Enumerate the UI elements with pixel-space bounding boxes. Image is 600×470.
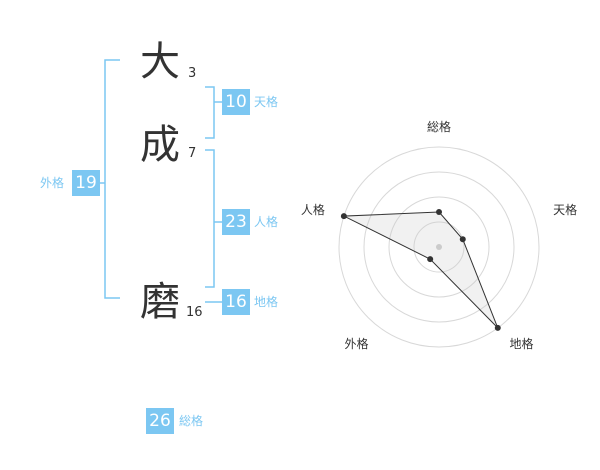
radar-axis-label: 総格 [427, 119, 451, 134]
stroke-count-1: 3 [188, 66, 197, 81]
radar-axis-label: 外格 [344, 336, 368, 351]
gaikaku-label: 外格 [40, 176, 65, 190]
soukaku-label: 総格 [179, 414, 204, 428]
radar-grid-ring [363, 171, 515, 323]
name-char-1: 大 [140, 39, 180, 85]
radar-grid-ring [388, 196, 490, 298]
jinkaku-label: 人格 [254, 215, 279, 229]
radar-point-5 [340, 213, 347, 220]
radar-point-3 [494, 324, 501, 331]
radar-grid-ring [338, 146, 540, 348]
radar-axis-label: 地格 [510, 336, 534, 351]
radar-axis-label: 人格 [301, 202, 325, 217]
radar-point-2 [459, 236, 466, 243]
tenkaku-value: 10 [222, 89, 250, 115]
tenkaku-label: 天格 [254, 95, 279, 109]
radar-series-area [341, 211, 499, 329]
radar-axis-label: 天格 [553, 202, 577, 217]
name-char-3: 磨 [140, 279, 180, 325]
gaikaku-bracket [104, 59, 120, 299]
gaikaku-value: 19 [72, 170, 100, 196]
stroke-count-3: 16 [186, 305, 203, 320]
jinkaku-bracket [205, 149, 215, 288]
jinkaku-value: 23 [222, 209, 250, 235]
stroke-count-2: 7 [188, 146, 197, 161]
radar-point-1 [436, 209, 442, 215]
tenkaku-bracket [205, 86, 215, 139]
radar-grid-ring [413, 221, 465, 273]
chikaku-label: 地格 [254, 295, 279, 309]
radar-center [436, 244, 442, 250]
chikaku-value: 16 [222, 289, 250, 315]
name-char-2: 成 [140, 122, 180, 168]
radar-point-4 [427, 256, 434, 263]
soukaku-value: 26 [146, 408, 174, 434]
